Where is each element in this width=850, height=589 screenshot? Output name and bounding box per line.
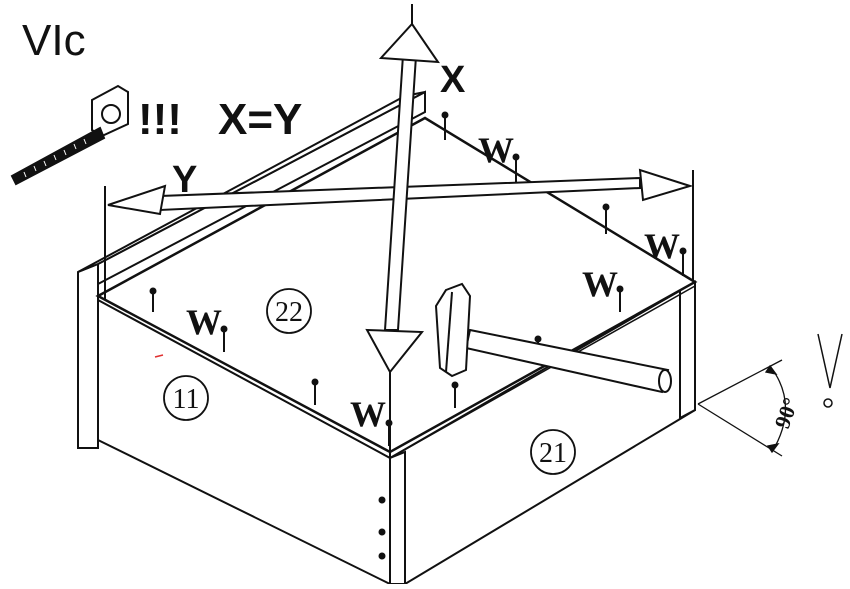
axis-x-label: X [440, 59, 466, 101]
part-number-top: 22 [266, 288, 312, 334]
angle-label: 90° [769, 394, 803, 432]
nail-label: W [478, 130, 514, 170]
set-square-icon [817, 333, 843, 408]
nail-icon [602, 203, 610, 234]
nails [149, 111, 687, 446]
nail-icon [311, 378, 319, 405]
hammer-icon [434, 282, 672, 394]
nail-icon [616, 285, 624, 312]
nail-icon [149, 287, 157, 312]
nail-icon [679, 247, 687, 276]
nail-icon [451, 381, 459, 408]
nail-label: W [644, 226, 680, 266]
tape-measure-icon [10, 84, 129, 186]
attention-mark: !!! [138, 95, 182, 144]
dowel-hole [378, 496, 386, 504]
right-edge [679, 280, 696, 420]
equation-label: X=Y [218, 95, 302, 144]
part-front-label: 11 [173, 384, 200, 415]
axis-y-label: Y [172, 159, 197, 201]
nail-icon [441, 111, 449, 140]
step-label: VIc [22, 16, 86, 65]
dowel-hole [378, 528, 386, 536]
nail-icon [220, 325, 228, 352]
nail-icon [512, 153, 520, 182]
nail-label: W [350, 394, 386, 434]
corner-edge [389, 450, 406, 585]
dowel-hole [378, 552, 386, 560]
left-side-rail [77, 90, 426, 449]
angle-indicator [697, 359, 787, 457]
part-right-label: 21 [539, 438, 567, 469]
part-number-right: 21 [530, 429, 576, 475]
part-number-front: 11 [163, 375, 209, 421]
red-mark [154, 354, 164, 358]
nail-label: W [186, 302, 222, 342]
nail-label: W [582, 264, 618, 304]
diagonal-x-arrow [365, 4, 440, 460]
part-top-label: 22 [275, 297, 303, 328]
